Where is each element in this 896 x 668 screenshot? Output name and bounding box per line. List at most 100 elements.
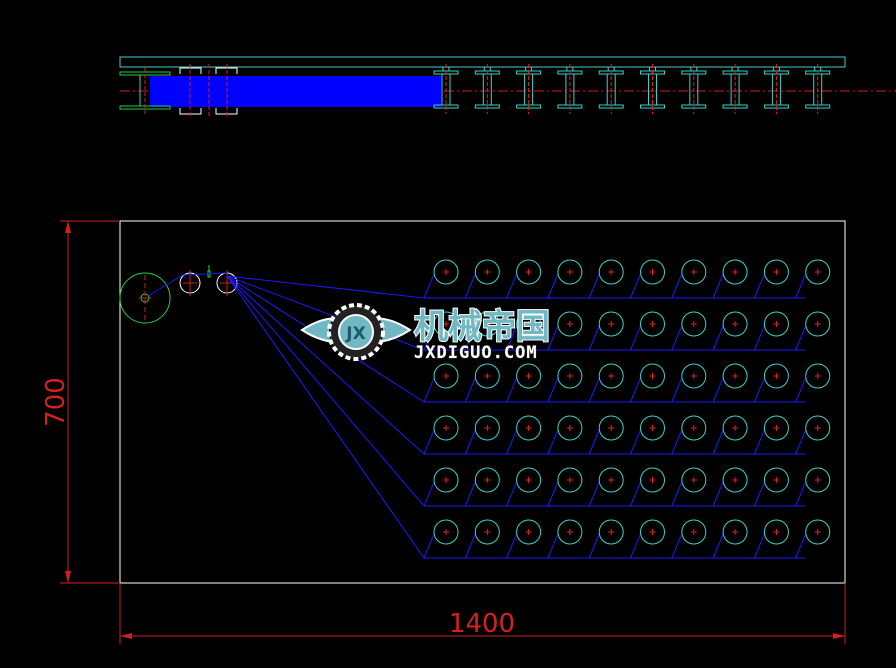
center-mark	[649, 425, 656, 431]
roller-circle	[805, 519, 831, 545]
plan-view	[119, 220, 846, 584]
center-mark	[525, 269, 532, 275]
dimension-height: 700	[41, 220, 120, 584]
roller-circle	[722, 311, 748, 337]
routing-branch	[423, 429, 435, 455]
roller-circle	[722, 363, 748, 389]
roller-circle	[763, 311, 789, 337]
center-mark	[608, 373, 615, 379]
routing-branch	[464, 377, 476, 403]
roller-circle	[516, 415, 542, 441]
roller-circle	[763, 259, 789, 285]
center-mark	[814, 477, 821, 483]
center-mark	[732, 529, 739, 535]
beam-web	[771, 67, 781, 105]
routing-branch	[630, 273, 641, 299]
routing-branch	[795, 429, 807, 455]
roller-circle	[474, 311, 500, 337]
dimension-width-label: 1400	[449, 609, 515, 639]
roller-circle	[433, 467, 459, 493]
routing-branch	[547, 273, 559, 299]
beam-web	[648, 67, 657, 105]
i-beam-roller	[681, 64, 707, 114]
routing-branch	[588, 377, 600, 403]
watermark-url: JXDIGUO.COM	[414, 343, 538, 363]
routing-branch	[630, 429, 641, 455]
center-mark	[484, 373, 491, 379]
center-mark	[608, 269, 615, 275]
roller-circle	[557, 311, 583, 337]
center-mark	[690, 269, 697, 275]
routing-branch	[506, 533, 518, 559]
center-mark	[649, 477, 656, 483]
roller-circle	[722, 415, 748, 441]
winged-gear-emblem-icon: JX	[300, 303, 412, 361]
center-mark	[732, 269, 739, 275]
routing-branch	[630, 377, 641, 403]
routing-branch	[712, 325, 724, 351]
center-mark	[649, 269, 656, 275]
center-mark	[732, 477, 739, 483]
center-mark	[608, 529, 615, 535]
i-beam-roller	[474, 64, 500, 114]
center-mark	[484, 477, 491, 483]
routing-fan-line	[226, 275, 425, 507]
roller-circle	[722, 519, 748, 545]
routing-branch	[630, 325, 641, 351]
roller-circle	[516, 363, 542, 389]
roller-circle	[805, 363, 831, 389]
roller-circle	[681, 519, 707, 545]
idler-brackets	[179, 64, 238, 118]
center-mark	[566, 321, 573, 327]
center-mark	[690, 373, 697, 379]
roller-circle	[763, 519, 789, 545]
beam-web	[441, 67, 451, 105]
routing-branch	[423, 273, 435, 299]
routing-branch	[547, 325, 559, 351]
roller-circle	[516, 311, 542, 337]
routing-branch	[547, 533, 559, 559]
center-mark	[484, 425, 491, 431]
roller-circle	[805, 467, 831, 493]
roller-circle	[681, 311, 707, 337]
i-beam-roller	[433, 64, 459, 114]
center-mark	[443, 269, 449, 275]
routing-branch	[712, 429, 724, 455]
dimension-width: 1400	[119, 583, 846, 644]
roller-circle	[474, 415, 500, 441]
center-mark	[773, 477, 780, 483]
roller-circle	[474, 519, 500, 545]
routing-fan-line	[226, 275, 425, 299]
roller-circle	[640, 415, 665, 441]
idler-pulleys	[147, 265, 238, 297]
roller-circle	[516, 467, 542, 493]
routing-branch	[588, 325, 600, 351]
drive-wheel	[119, 272, 171, 324]
routing-branch	[423, 533, 435, 559]
beam-web	[606, 67, 616, 105]
blue-block	[150, 76, 441, 107]
routing-branch	[712, 377, 724, 403]
roller-circle	[433, 363, 459, 389]
center-mark	[608, 425, 615, 431]
watermark: JX 机械帝国 JXDIGUO.COM	[300, 303, 551, 364]
routing-branch	[588, 429, 600, 455]
center-mark	[732, 373, 739, 379]
center-mark	[690, 529, 697, 535]
center-mark	[814, 529, 821, 535]
center-mark	[732, 425, 739, 431]
roller-circle	[433, 415, 459, 441]
routing-branch	[712, 273, 724, 299]
center-mark	[566, 373, 573, 379]
roller-circle	[640, 259, 665, 285]
routing-branch	[588, 481, 600, 507]
roller-circle	[474, 467, 500, 493]
plan-outline	[119, 220, 846, 584]
routing-branch	[671, 273, 683, 299]
routing-fan-line	[226, 275, 425, 455]
routing-branch	[588, 533, 600, 559]
routing-branch	[464, 481, 476, 507]
beam-web	[730, 67, 740, 105]
roller-circle	[640, 311, 665, 337]
